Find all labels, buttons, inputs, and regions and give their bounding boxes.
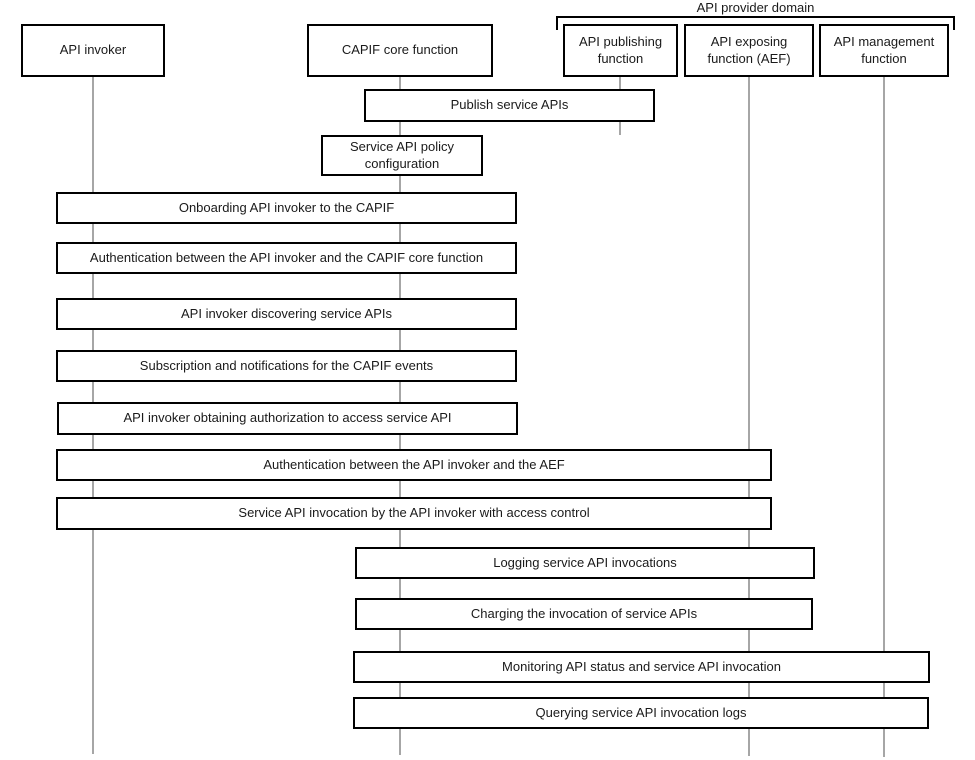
activity-querying-logs: Querying service API invocation logs bbox=[353, 697, 929, 729]
activity-authentication-invoker-capif: Authentication between the API invoker a… bbox=[56, 242, 517, 274]
activity-logging-invocations: Logging service API invocations bbox=[355, 547, 815, 579]
api-provider-domain-label: API provider domain bbox=[696, 0, 815, 15]
api-provider-domain-bracket bbox=[556, 16, 955, 30]
participant-api-publishing-function: API publishing function bbox=[563, 24, 678, 77]
activity-publish-service-apis: Publish service APIs bbox=[364, 89, 655, 122]
participant-api-exposing-function: API exposing function (AEF) bbox=[684, 24, 814, 77]
participant-capif-core-function: CAPIF core function bbox=[307, 24, 493, 77]
activity-monitoring-status: Monitoring API status and service API in… bbox=[353, 651, 930, 683]
activity-charging-invocations: Charging the invocation of service APIs bbox=[355, 598, 813, 630]
activity-service-api-policy-configuration: Service API policy configuration bbox=[321, 135, 483, 176]
lifeline-api-publishing-function bbox=[619, 77, 621, 89]
participant-api-invoker: API invoker bbox=[21, 24, 165, 77]
activity-onboarding-api-invoker: Onboarding API invoker to the CAPIF bbox=[56, 192, 517, 224]
lifeline-api-exposing-function bbox=[748, 77, 750, 756]
activity-authentication-invoker-aef: Authentication between the API invoker a… bbox=[56, 449, 772, 481]
lifeline-api-management-function bbox=[883, 77, 885, 757]
activity-subscription-notifications: Subscription and notifications for the C… bbox=[56, 350, 517, 382]
activity-service-api-invocation: Service API invocation by the API invoke… bbox=[56, 497, 772, 530]
lifeline-api-publishing-function-stub bbox=[619, 122, 621, 135]
activity-obtaining-authorization: API invoker obtaining authorization to a… bbox=[57, 402, 518, 435]
activity-discovering-service-apis: API invoker discovering service APIs bbox=[56, 298, 517, 330]
participant-api-management-function: API management function bbox=[819, 24, 949, 77]
